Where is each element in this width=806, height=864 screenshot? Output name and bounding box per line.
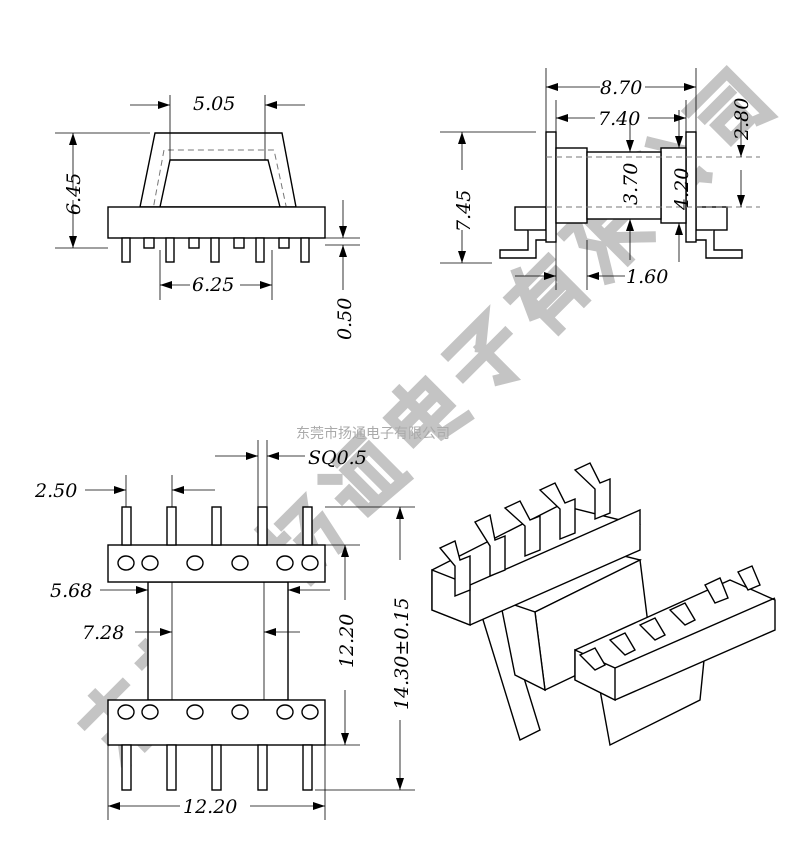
dim-length-overall: 14.30±0.15 — [391, 597, 413, 710]
dim-core-inner: 5.68 — [50, 580, 92, 602]
watermark-glyph — [502, 251, 592, 337]
dim-core-outer: 7.28 — [82, 622, 124, 644]
watermark-glyph — [680, 65, 779, 148]
dim-overall-width: 8.70 — [600, 77, 642, 99]
dim-height: 6.45 — [63, 173, 85, 215]
dim-core-b: 4.20 — [671, 168, 693, 211]
dim-length-inner: 12.20 — [336, 614, 358, 668]
watermark-glyph — [317, 430, 415, 518]
dim-offset: 1.60 — [626, 266, 668, 288]
watermark-glyph — [440, 304, 522, 387]
front-view: 5.05 6.45 6.25 0.50 — [55, 93, 360, 340]
dim-pin-pitch: 2.50 — [34, 480, 77, 502]
dim-core-a: 3.70 — [620, 163, 642, 205]
isometric-view — [431, 462, 776, 747]
side-view: 8.70 7.40 3.70 4.20 7.45 2.80 1.60 — [440, 68, 760, 290]
dim-pin-length: 0.50 — [334, 298, 356, 340]
dim-height: 7.45 — [453, 190, 475, 232]
watermark-small: 东莞市扬通电子有限公司 — [296, 425, 450, 442]
dim-flange-gap: 2.80 — [731, 98, 753, 141]
dim-inner-width: 7.40 — [598, 108, 640, 130]
dim-pin-span: 6.25 — [192, 274, 234, 296]
dim-width: 12.20 — [183, 796, 237, 818]
dim-pin-square: SQ0.5 — [308, 447, 367, 469]
dim-top-width: 5.05 — [193, 93, 235, 115]
watermark-glyph — [382, 374, 475, 449]
bottom-view: SQ0.5 2.50 5.68 7.28 12.20 14.30±0.15 12… — [34, 440, 415, 820]
